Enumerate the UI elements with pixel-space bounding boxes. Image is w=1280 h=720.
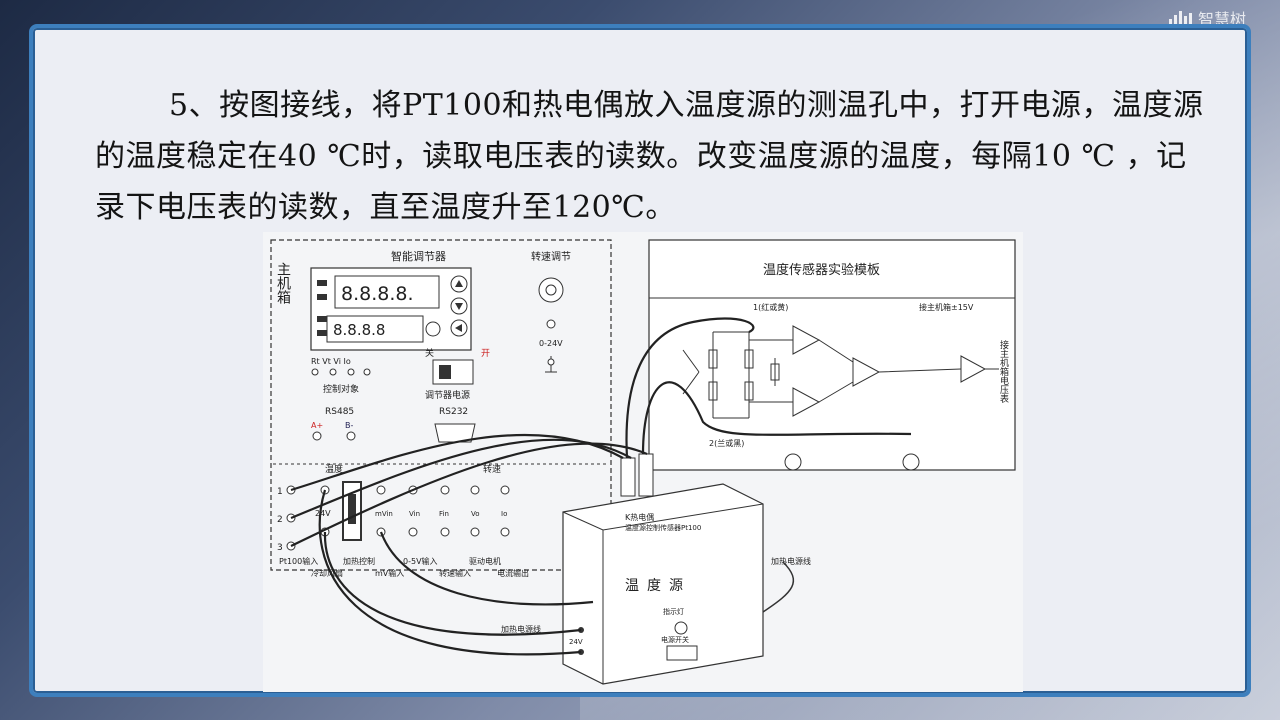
source-power-switch[interactable] bbox=[666, 645, 698, 661]
rs232-label: RS232 bbox=[439, 407, 468, 417]
left-arrow-icon bbox=[455, 324, 462, 332]
ground-terminal[interactable] bbox=[547, 358, 555, 366]
control-object-terminals: Rt Vt Vi Io bbox=[311, 357, 351, 366]
switch-off-label: 关 bbox=[425, 347, 434, 359]
rs485-a-terminal[interactable] bbox=[312, 431, 322, 441]
board-host-gnd: 接主机箱±15V bbox=[919, 302, 974, 312]
board-label-2: 2(兰或黑) bbox=[709, 438, 744, 448]
svg-text:0-5V输入: 0-5V输入 bbox=[403, 556, 438, 566]
rs485-b-terminal[interactable] bbox=[346, 431, 356, 441]
b-minus-label: B- bbox=[345, 421, 353, 430]
source-top-label-1: K热电偶 bbox=[625, 512, 654, 522]
svg-text:电流输出: 电流输出 bbox=[497, 568, 529, 578]
host-label: 主机箱 bbox=[275, 262, 291, 304]
row-label-3: 3 bbox=[277, 543, 283, 553]
display-top-digits: 8.8.8.8. bbox=[341, 283, 414, 305]
svg-text:Pt100输入: Pt100输入 bbox=[279, 556, 318, 566]
pt100-probe bbox=[638, 453, 654, 497]
display-top bbox=[334, 275, 440, 309]
svg-text:mV输入: mV输入 bbox=[375, 568, 404, 578]
heating-line-label-2: 加热电源线 bbox=[501, 624, 541, 634]
board-side-label: 接主机箱电压表 bbox=[998, 339, 1009, 404]
speed-knob-center bbox=[545, 284, 557, 296]
source-24v-label: 24V bbox=[569, 638, 583, 646]
svg-text:转速输入: 转速输入 bbox=[439, 568, 471, 578]
rs485-label: RS485 bbox=[325, 407, 354, 417]
rw1-knob[interactable] bbox=[784, 453, 802, 471]
board-title: 温度传感器实验模板 bbox=[763, 262, 880, 278]
temp-group-label: 温度 bbox=[325, 463, 343, 475]
source-indicator-label: 指示灯 bbox=[663, 607, 684, 616]
indicator-led-1 bbox=[317, 280, 327, 286]
terminal-label-vin: Vin bbox=[409, 510, 420, 518]
wiring-cables bbox=[290, 317, 912, 656]
display-bottom-digits: 8.8.8.8 bbox=[333, 321, 385, 339]
svg-text:驱动电机: 驱动电机 bbox=[469, 556, 501, 566]
row-label-2: 2 bbox=[277, 515, 283, 525]
indicator-led-3 bbox=[317, 316, 327, 322]
switch-on-label: 开 bbox=[481, 348, 490, 359]
up-arrow-icon bbox=[455, 280, 463, 287]
svg-text:冷却风扇: 冷却风扇 bbox=[311, 568, 343, 578]
a-plus-label: A+ bbox=[311, 421, 323, 430]
control-object-label: 控制对象 bbox=[323, 383, 359, 395]
instruction-paragraph: 5、按图接线，将PT100和热电偶放入温度源的测温孔中，打开电源，温度源的温度稳… bbox=[95, 88, 1204, 225]
svg-text:加热控制: 加热控制 bbox=[343, 556, 375, 566]
speed-adjust-label: 转速调节 bbox=[531, 250, 571, 263]
heating-line-label: 加热电源线 bbox=[771, 556, 811, 566]
v24-label: 24V bbox=[315, 509, 331, 518]
bottom-labels: Pt100输入 冷却风扇 加热控制 mV输入 0-5V输入 转速输入 驱动电机 … bbox=[279, 556, 529, 578]
slide-panel: 5、按图接线，将PT100和热电偶放入温度源的测温孔中，打开电源，温度源的温度稳… bbox=[29, 24, 1251, 697]
indicator-led-2 bbox=[317, 294, 327, 300]
down-arrow-icon bbox=[455, 303, 463, 310]
switch-toggle bbox=[439, 365, 451, 379]
speed-group-label: 转速 bbox=[483, 463, 501, 475]
host-box bbox=[270, 239, 612, 571]
terminal-label-vo: Vo bbox=[471, 510, 480, 518]
relay-contact bbox=[348, 494, 356, 524]
set-button[interactable] bbox=[425, 321, 441, 337]
source-top-label-2: 温度源控制传感器Pt100 bbox=[625, 523, 701, 532]
speed-terminal[interactable] bbox=[546, 319, 556, 329]
indicator-led-4 bbox=[317, 330, 327, 336]
terminal-label-fin: Fin bbox=[439, 510, 449, 518]
regulator-power-label: 调节器电源 bbox=[425, 389, 470, 401]
terminal-label-io: Io bbox=[501, 510, 507, 518]
wiring-diagram: 主机箱 智能调节器 8.8.8.8. 8.8.8.8 转速调节 bbox=[263, 232, 1023, 692]
row-label-1: 1 bbox=[277, 487, 283, 497]
temperature-source-box bbox=[562, 483, 764, 685]
controller-title: 智能调节器 bbox=[391, 249, 446, 263]
rs232-port[interactable] bbox=[434, 423, 476, 443]
circuit-schematic bbox=[682, 325, 999, 419]
wiring-diagram-svg: 主机箱 智能调节器 8.8.8.8. 8.8.8.8 转速调节 bbox=[263, 232, 1023, 692]
terminal-label-mvin: mVin bbox=[375, 510, 393, 518]
source-title: 温度源 bbox=[625, 578, 691, 594]
voltage-range-label: 0-24V bbox=[539, 339, 563, 348]
source-indicator-lamp bbox=[674, 621, 688, 635]
sensor-board bbox=[648, 239, 1016, 471]
display-bottom bbox=[326, 315, 424, 343]
rw2-knob[interactable] bbox=[902, 453, 920, 471]
source-power-switch-label: 电源开关 bbox=[661, 635, 689, 644]
watermark-logo-icon bbox=[1168, 11, 1192, 25]
thermocouple-probe bbox=[620, 457, 636, 497]
board-label-1: 1(红或黄) bbox=[753, 302, 788, 312]
